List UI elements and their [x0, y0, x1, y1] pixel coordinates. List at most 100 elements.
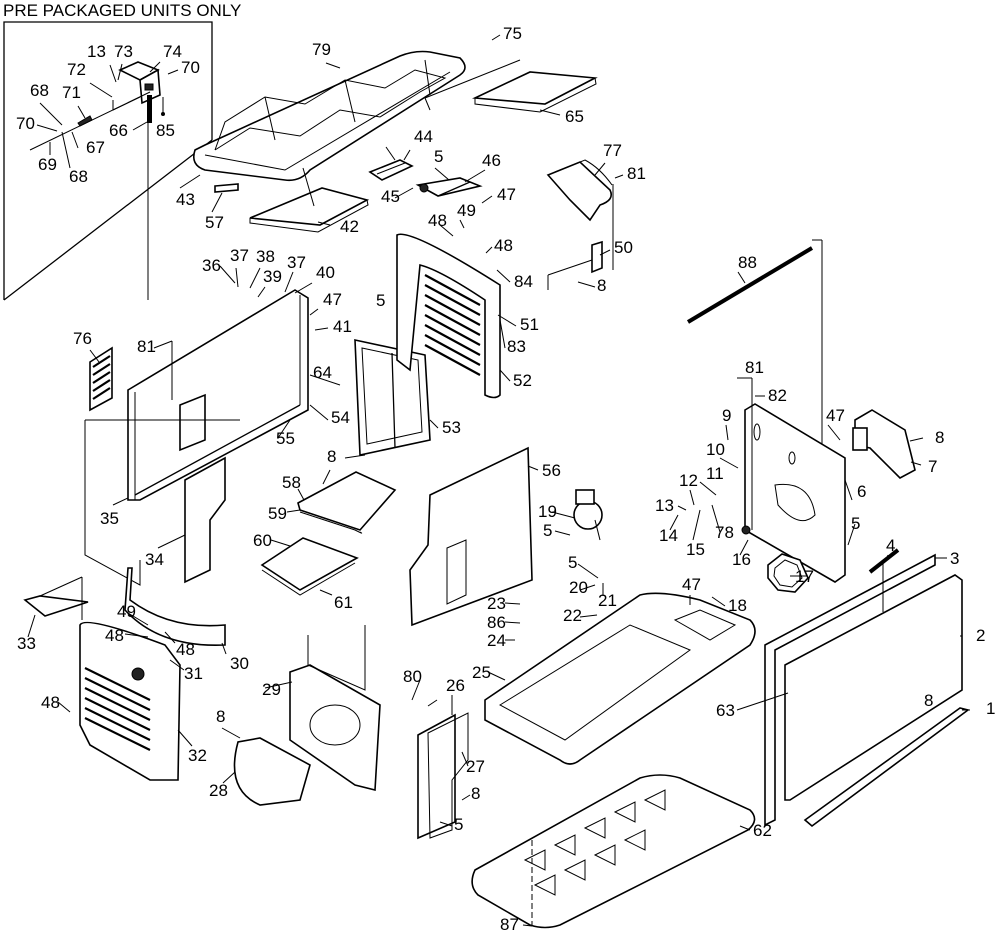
- part-callout-56: 56: [542, 461, 561, 480]
- part-callout-45: 45: [381, 187, 400, 206]
- part-callout-39: 39: [263, 267, 282, 286]
- rear-grille: [396, 233, 501, 399]
- part-callout-81: 81: [137, 337, 156, 356]
- part-callout-71: 71: [62, 83, 81, 102]
- base-tray: [484, 592, 756, 765]
- part-callout-2: 2: [976, 626, 985, 645]
- burner-housing: [289, 625, 381, 792]
- hinge-bracket: [415, 177, 483, 197]
- part-callout-74: 74: [163, 42, 182, 61]
- part-callout-48: 48: [428, 211, 447, 230]
- top-rail: [686, 239, 823, 460]
- part-callout-12: 12: [679, 471, 698, 490]
- part-callout-5: 5: [454, 815, 463, 834]
- side-bracket: [852, 409, 916, 479]
- part-callout-76: 76: [73, 329, 92, 348]
- part-callout-16: 16: [732, 550, 751, 569]
- dial-knob: [767, 553, 809, 593]
- part-callout-48: 48: [494, 236, 513, 255]
- part-callout-5: 5: [543, 521, 552, 540]
- part-callout-61: 61: [334, 593, 353, 612]
- part-callout-59: 59: [268, 504, 287, 523]
- part-callout-83: 83: [507, 337, 526, 356]
- part-callout-5: 5: [434, 147, 443, 166]
- part-callout-48: 48: [41, 693, 60, 712]
- part-callout-70: 70: [16, 114, 35, 133]
- part-callout-73: 73: [114, 42, 133, 61]
- part-callout-9: 9: [722, 406, 731, 425]
- right-top-cover: [546, 159, 614, 270]
- part-callout-63: 63: [716, 701, 735, 720]
- part-callout-50: 50: [614, 238, 633, 257]
- part-callout-13: 13: [655, 496, 674, 515]
- handle: [368, 146, 414, 181]
- part-callout-62: 62: [753, 821, 772, 840]
- part-callout-82: 82: [768, 386, 787, 405]
- back-panel: [741, 403, 846, 583]
- part-callout-72: 72: [67, 60, 86, 79]
- part-callout-35: 35: [100, 509, 119, 528]
- leader-lines: [27, 34, 970, 927]
- part-callout-26: 26: [446, 676, 465, 695]
- part-callout-18: 18: [728, 596, 747, 615]
- part-callout-69: 69: [38, 155, 57, 174]
- part-callout-24: 24: [487, 631, 506, 650]
- part-callout-51: 51: [520, 315, 539, 334]
- part-callout-34: 34: [145, 550, 164, 569]
- part-callout-85: 85: [156, 121, 175, 140]
- front-grille: [79, 621, 181, 781]
- part-callout-8: 8: [935, 428, 944, 447]
- filter-frame: [354, 339, 431, 456]
- part-callout-29: 29: [262, 680, 281, 699]
- part-callout-14: 14: [659, 526, 678, 545]
- part-callout-11: 11: [706, 464, 724, 483]
- part-callout-55: 55: [276, 429, 295, 448]
- part-callout-47: 47: [826, 406, 845, 425]
- top-cover: [192, 50, 466, 182]
- part-callout-5: 5: [376, 291, 385, 310]
- divider-panel: [409, 446, 533, 627]
- part-callout-60: 60: [253, 531, 272, 550]
- part-callout-49: 49: [457, 201, 476, 220]
- part-callout-30: 30: [230, 654, 249, 673]
- foam-pads: [214, 59, 598, 233]
- part-callout-75: 75: [503, 24, 522, 43]
- part-callout-47: 47: [497, 185, 516, 204]
- part-callout-48: 48: [105, 626, 124, 645]
- part-callout-5: 5: [851, 514, 860, 533]
- part-callout-32: 32: [188, 746, 207, 765]
- part-callout-47: 47: [682, 575, 701, 594]
- part-callout-53: 53: [442, 418, 461, 437]
- part-callout-8: 8: [597, 276, 606, 295]
- deflector: [124, 567, 226, 647]
- part-callout-19: 19: [538, 502, 557, 521]
- pre-packaged-inset: [3, 21, 213, 301]
- part-callout-43: 43: [176, 190, 195, 209]
- part-callout-5: 5: [568, 553, 577, 572]
- part-callout-36: 36: [202, 256, 221, 275]
- part-callout-10: 10: [706, 440, 725, 459]
- part-callout-37: 37: [287, 253, 306, 272]
- part-callout-7: 7: [928, 457, 937, 476]
- part-callout-68: 68: [30, 81, 49, 100]
- part-callout-17: 17: [795, 567, 814, 586]
- insulation-panel: [84, 393, 240, 586]
- part-callout-54: 54: [331, 408, 350, 427]
- part-callout-4: 4: [886, 536, 895, 555]
- part-callout-80: 80: [403, 667, 422, 686]
- part-callout-48: 48: [176, 640, 195, 659]
- part-callout-68: 68: [69, 167, 88, 186]
- part-callout-87: 87: [500, 915, 519, 934]
- part-callout-78: 78: [715, 523, 734, 542]
- access-door: [417, 712, 469, 840]
- part-callout-47: 47: [323, 290, 342, 309]
- latch-assembly: [29, 61, 165, 300]
- part-callout-77: 77: [603, 141, 622, 160]
- part-callout-25: 25: [472, 663, 491, 682]
- bracket: [547, 240, 603, 290]
- part-callout-81: 81: [627, 164, 646, 183]
- part-callout-28: 28: [209, 781, 228, 800]
